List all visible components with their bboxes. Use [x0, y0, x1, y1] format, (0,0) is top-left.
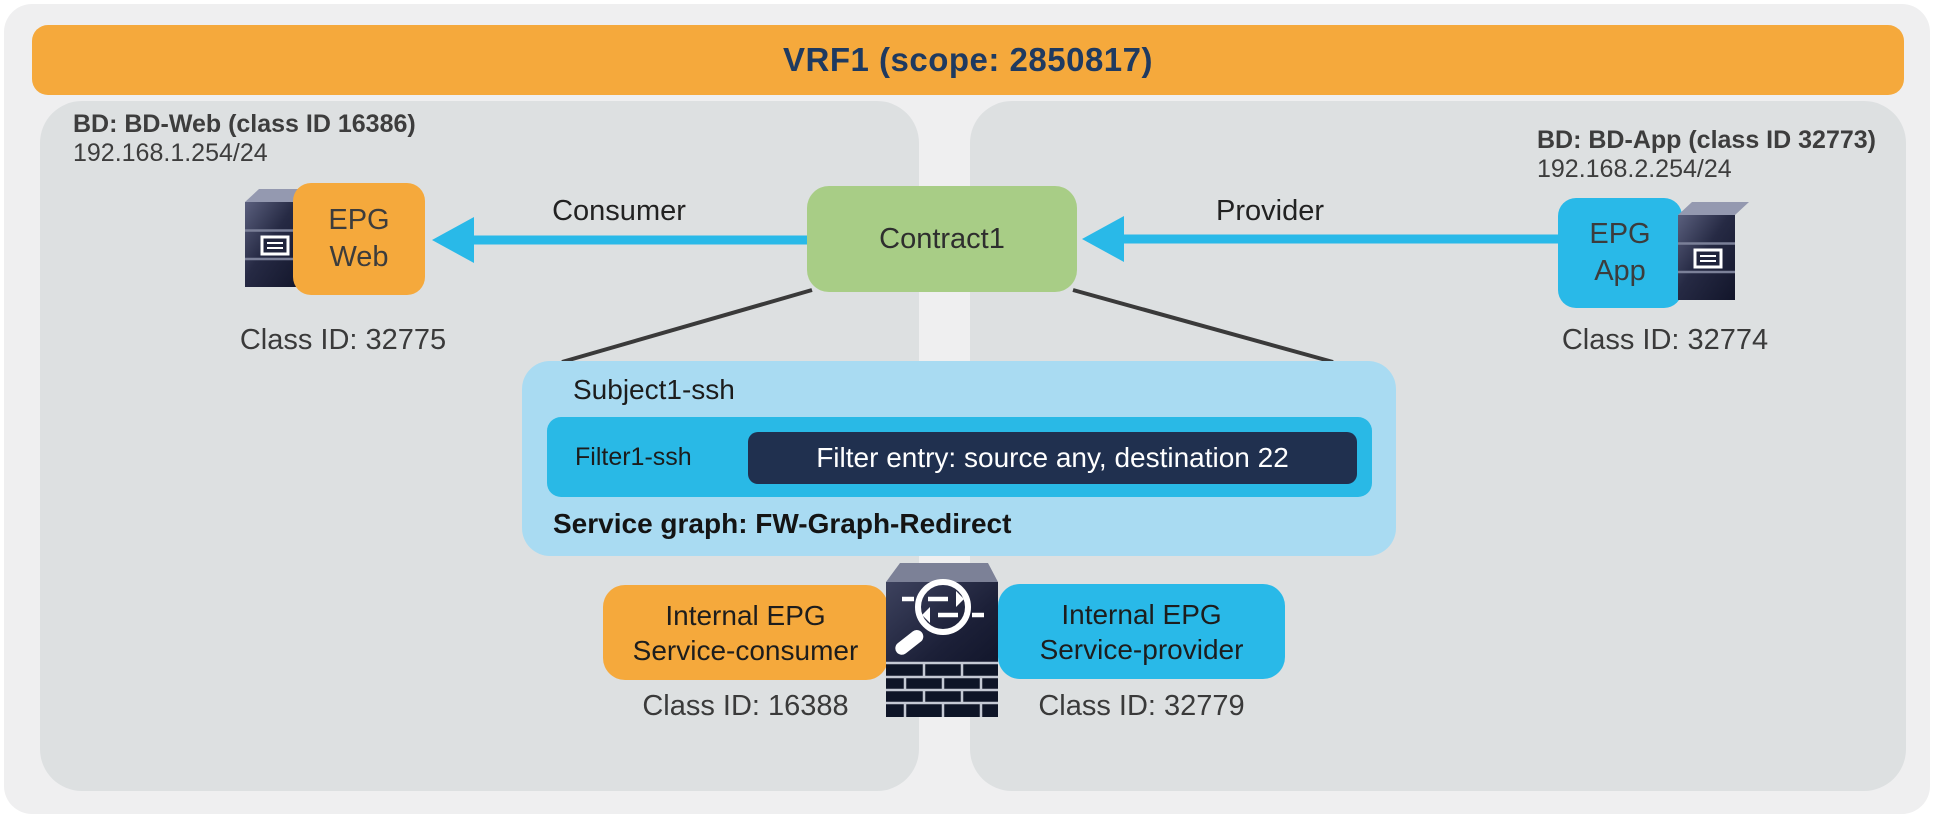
service-consumer-line1: Internal EPG [665, 599, 826, 631]
vrf-banner-label: VRF1 (scope: 2850817) [782, 41, 1153, 78]
bd-app-label: BD: BD-App (class ID 32773) 192.168.2.25… [1537, 126, 1876, 184]
filter-entry-text: Filter entry: source any, destination 22 [816, 442, 1289, 473]
bd-web-subnet: 192.168.1.254/24 [73, 139, 268, 167]
epg-app-label-line2: App [1594, 255, 1646, 287]
filter-label: Filter1-ssh [575, 442, 692, 471]
service-consumer-class-id: Class ID: 16388 [642, 690, 849, 722]
internal-epg-service-provider: Internal EPG Service-provider [998, 584, 1285, 679]
epg-app-node: EPG App [1558, 198, 1682, 308]
bd-web-label: BD: BD-Web (class ID 16386) 192.168.1.25… [73, 110, 416, 168]
epg-web-class-id: Class ID: 32775 [239, 324, 447, 356]
firewall-redirect-icon [886, 563, 998, 717]
service-consumer-line2: Service-consumer [632, 634, 859, 666]
epg-web-label-line1: EPG [328, 204, 390, 236]
subject-title: Subject1-ssh [573, 374, 735, 405]
server-icon [1678, 202, 1749, 300]
subject-container: Subject1-ssh Filter1-ssh Filter entry: s… [522, 361, 1396, 556]
epg-web-label-line2: Web [329, 241, 389, 273]
contract-label: Contract1 [879, 222, 1005, 255]
internal-epg-service-consumer: Internal EPG Service-consumer [603, 585, 888, 680]
bd-app-title: BD: BD-App (class ID 32773) [1537, 126, 1876, 154]
epg-app-class-id: Class ID: 32774 [1561, 324, 1769, 356]
service-provider-class-id: Class ID: 32779 [1038, 690, 1245, 722]
bd-web-title: BD: BD-Web (class ID 16386) [73, 110, 416, 138]
epg-web-node: EPG Web [293, 183, 425, 295]
service-graph-label: Service graph: FW-Graph-Redirect [553, 508, 1012, 539]
bd-app-subnet: 192.168.2.254/24 [1537, 155, 1732, 183]
service-provider-line1: Internal EPG [1061, 598, 1222, 630]
contract-node: Contract1 [807, 186, 1077, 292]
filter-container: Filter1-ssh Filter entry: source any, de… [547, 417, 1372, 497]
vrf-banner: VRF1 (scope: 2850817) [32, 25, 1904, 95]
provider-label: Provider [1216, 195, 1324, 227]
filter-entry-box: Filter entry: source any, destination 22 [748, 432, 1357, 484]
consumer-label: Consumer [552, 195, 686, 227]
service-provider-line2: Service-provider [1039, 633, 1244, 665]
epg-app-label-line1: EPG [1589, 218, 1651, 250]
